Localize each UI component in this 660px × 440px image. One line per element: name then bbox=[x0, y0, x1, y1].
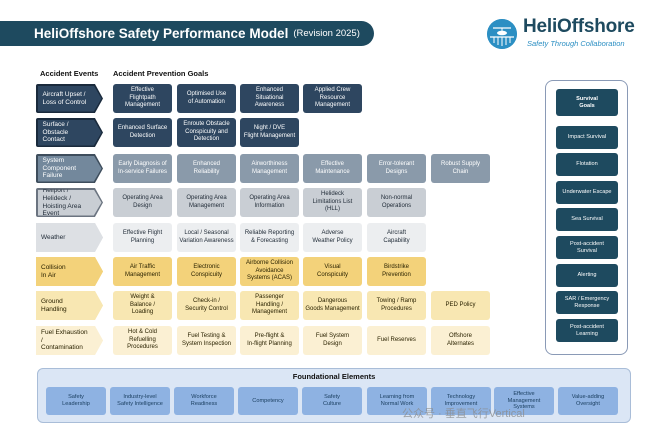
survival-goal-item: Underwater Escape bbox=[556, 181, 618, 204]
survival-goal-item: Impact Survival bbox=[556, 126, 618, 149]
accident-event-label: Heliport / Helideck / Hoisting Area Even… bbox=[37, 189, 102, 216]
prevention-goal-box: Airborne Collision Avoidance Systems (AC… bbox=[240, 257, 299, 286]
prevention-goal-box: Offshore Alternates bbox=[431, 326, 490, 355]
prevention-goal-box: Effective Flightpath Management bbox=[113, 84, 172, 113]
accident-event-label: Collision In Air bbox=[36, 257, 103, 286]
prevention-goal-box: Aircraft Capability bbox=[367, 223, 426, 252]
accident-event-label: Surface / Obstacle Contact bbox=[37, 119, 102, 146]
helicopter-globe-icon bbox=[487, 19, 517, 49]
accident-event-label: Aircraft Upset / Loss of Control bbox=[37, 85, 102, 112]
prevention-goal-box: Airworthiness Management bbox=[240, 154, 299, 183]
prevention-goal-box: Operating Area Design bbox=[113, 188, 172, 217]
prevention-goal-box: Fuel Testing & System Inspection bbox=[177, 326, 236, 355]
prevention-goal-box: Operating Area Information bbox=[240, 188, 299, 217]
logo-name: HeliOffshore bbox=[523, 16, 635, 37]
prevention-goal-box: Effective Maintenance bbox=[303, 154, 362, 183]
prevention-goal-box: Air Traffic Management bbox=[113, 257, 172, 286]
survival-goal-item: Sea Survival bbox=[556, 208, 618, 231]
survival-goal-item: Flotation bbox=[556, 153, 618, 176]
prevention-goal-box: Fuel System Design bbox=[303, 326, 362, 355]
prevention-goal-box: Passenger Handling / Management bbox=[240, 291, 299, 320]
survival-goal-item: Alerting bbox=[556, 264, 618, 287]
prevention-goal-box: Dangerous Goods Management bbox=[303, 291, 362, 320]
prevention-goal-box: Local / Seasonal Variation Awareness bbox=[177, 223, 236, 252]
prevention-goal-box: Adverse Weather Policy bbox=[303, 223, 362, 252]
prevention-goal-box: Enhanced Situational Awareness bbox=[240, 84, 299, 113]
prevention-goal-box: Early Diagnosis of In-service Failures bbox=[113, 154, 172, 183]
prevention-goal-box: Enroute Obstacle Conspicuity and Detecti… bbox=[177, 118, 236, 147]
survival-goal-item: Post-accident Survival bbox=[556, 236, 618, 259]
foundational-element-item: Safety Culture bbox=[302, 387, 362, 415]
foundational-element-item: Value-adding Oversight bbox=[558, 387, 618, 415]
prevention-goal-box: Electronic Conspicuity bbox=[177, 257, 236, 286]
prevention-goal-box: Reliable Reporting & Forecasting bbox=[240, 223, 299, 252]
prevention-goal-box: Robust Supply Chain bbox=[431, 154, 490, 183]
foundational-element-item: Workforce Readiness bbox=[174, 387, 234, 415]
prevention-goals-heading: Accident Prevention Goals bbox=[113, 69, 209, 78]
prevention-goal-box: Non-normal Operations bbox=[367, 188, 426, 217]
header-banner: HeliOffshore Safety Performance Model (R… bbox=[0, 21, 374, 46]
survival-goals-title: Survival Goals bbox=[556, 89, 618, 116]
prevention-goal-box: Operating Area Management bbox=[177, 188, 236, 217]
prevention-goal-box: Enhanced Surface Detection bbox=[113, 118, 172, 147]
prevention-goal-box: Weight & Balance / Loading bbox=[113, 291, 172, 320]
prevention-goal-box: Night / DVE Flight Management bbox=[240, 118, 299, 147]
watermark: 公众号 · 垂直飞行Vertical bbox=[402, 408, 525, 420]
prevention-goal-box: Error-tolerant Designs bbox=[367, 154, 426, 183]
accident-event-label: Ground Handling bbox=[36, 291, 103, 320]
accident-event-label: Fuel Exhaustion / Contamination bbox=[36, 326, 103, 355]
foundational-element-item: Safety Leadership bbox=[46, 387, 106, 415]
prevention-goal-box: Visual Conspicuity bbox=[303, 257, 362, 286]
accident-event-label: Weather bbox=[36, 223, 103, 252]
prevention-goal-box: Optimised Use of Automation bbox=[177, 84, 236, 113]
survival-goal-item: SAR / Emergency Response bbox=[556, 291, 618, 314]
prevention-goal-box: Enhanced Reliability bbox=[177, 154, 236, 183]
foundational-element-item: Competency bbox=[238, 387, 298, 415]
accident-events-heading: Accident Events bbox=[40, 69, 99, 78]
prevention-goal-box: Pre-flight & In-flight Planning bbox=[240, 326, 299, 355]
foundational-element-item: Industry-level Safety Intelligence bbox=[110, 387, 170, 415]
foundational-elements-title: Foundational Elements bbox=[292, 372, 376, 381]
survival-goal-item: Post-accident Learning bbox=[556, 319, 618, 342]
revision-label: (Revision 2025) bbox=[293, 28, 360, 39]
prevention-goal-box: Effective Flight Planning bbox=[113, 223, 172, 252]
foundational-element-item: Effective Management Systems bbox=[494, 387, 554, 415]
accident-event-label: System Component Failure bbox=[37, 155, 102, 182]
page-title: HeliOffshore Safety Performance Model bbox=[34, 26, 289, 41]
prevention-goal-box: Fuel Reserves bbox=[367, 326, 426, 355]
prevention-goal-box: PED Policy bbox=[431, 291, 490, 320]
logo-tagline: Safety Through Collaboration bbox=[527, 39, 625, 48]
prevention-goal-box: Helideck Limitations List (HLL) bbox=[303, 188, 362, 217]
foundational-element-item: Technology Improvement bbox=[431, 387, 491, 415]
prevention-goal-box: Birdstrike Prevention bbox=[367, 257, 426, 286]
prevention-goal-box: Hot & Cold Refuelling Procedures bbox=[113, 326, 172, 355]
prevention-goal-box: Check-in / Security Control bbox=[177, 291, 236, 320]
prevention-goal-box: Towing / Ramp Procedures bbox=[367, 291, 426, 320]
foundational-element-item: Learning from Normal Work bbox=[367, 387, 427, 415]
prevention-goal-box: Applied Crew Resource Management bbox=[303, 84, 362, 113]
